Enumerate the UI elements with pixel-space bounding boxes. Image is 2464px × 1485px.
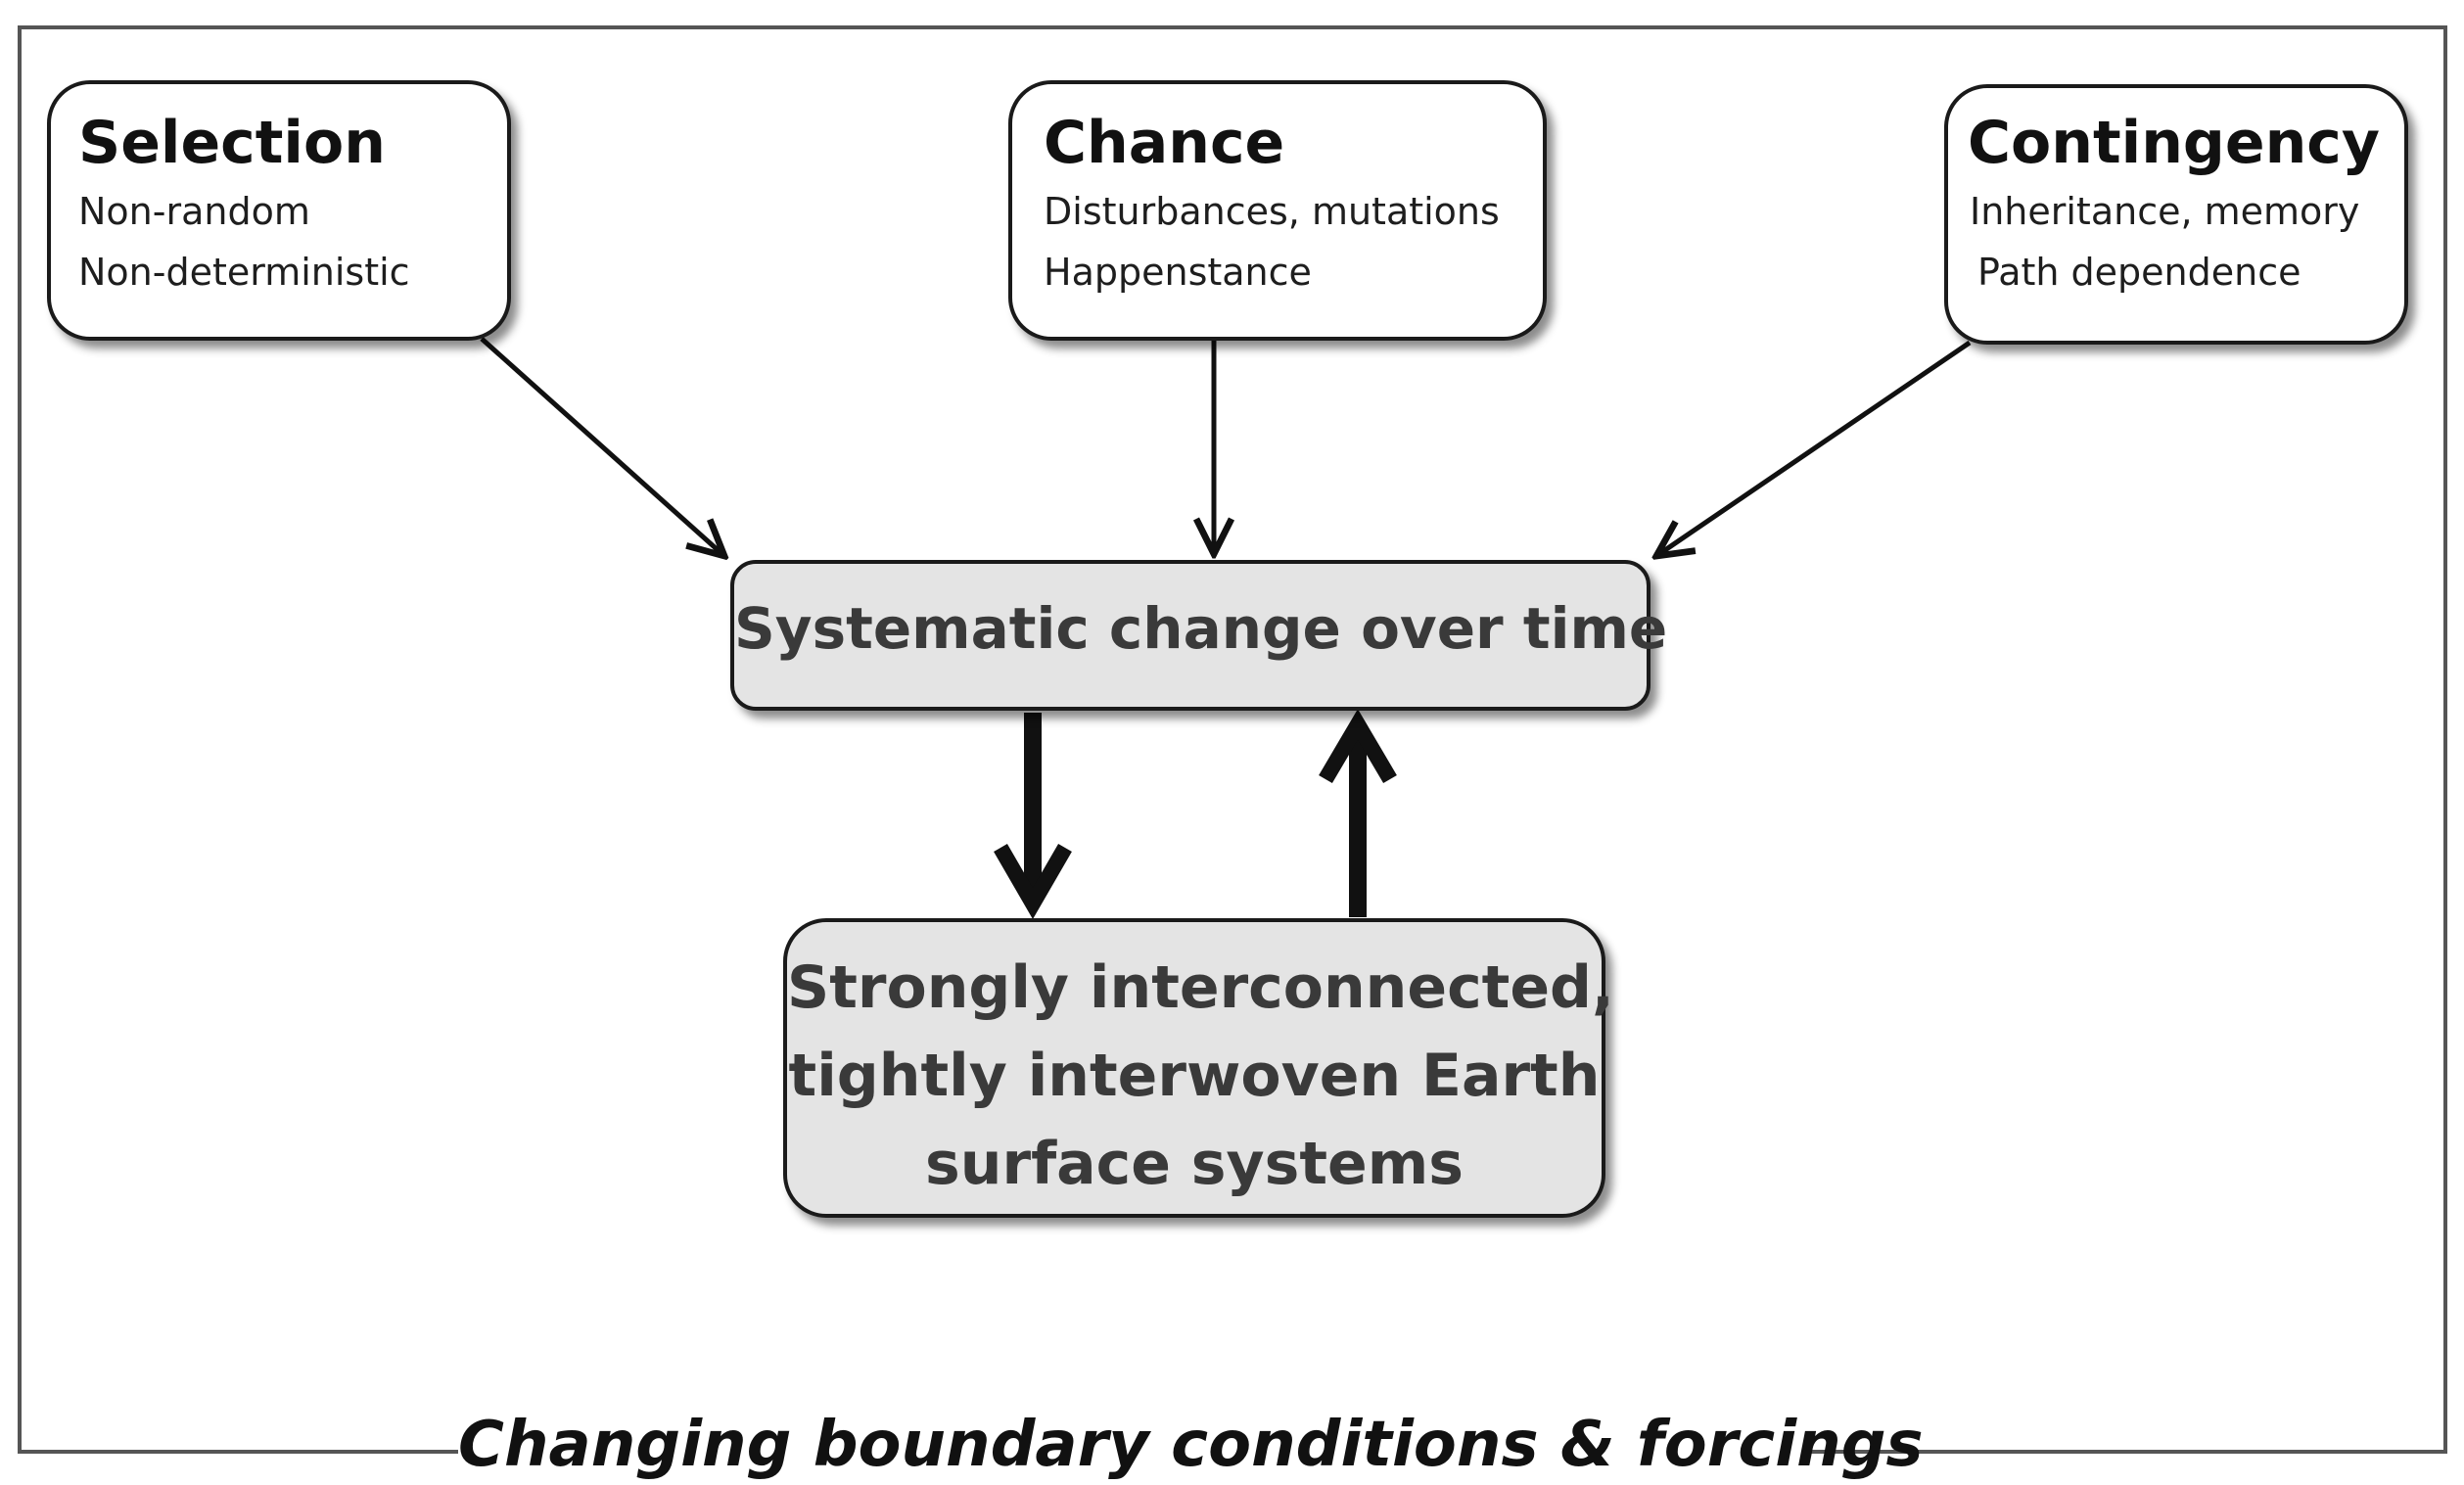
selection-line-2: Non-deterministic xyxy=(78,251,410,294)
arrow-contingency-to-center xyxy=(1656,340,1972,556)
selection-box: Selection Non-random Non-deterministic xyxy=(47,80,511,341)
chance-title: Chance xyxy=(1044,109,1285,177)
systematic-change-label: Systematic change over time xyxy=(734,595,1668,662)
selection-line-1: Non-random xyxy=(78,190,310,233)
earth-systems-line-2: tightly interwoven Earth xyxy=(788,1042,1601,1110)
chance-line-1: Disturbances, mutations xyxy=(1044,190,1500,233)
arrow-selection-to-center xyxy=(480,337,724,556)
contingency-box: Contingency Inheritance, memory Path dep… xyxy=(1944,84,2408,345)
contingency-title: Contingency xyxy=(1968,109,2380,177)
arrow-systems-to-center xyxy=(1319,709,1397,917)
earth-systems-line-3: surface systems xyxy=(925,1130,1464,1198)
earth-systems-line-1: Strongly interconnected, xyxy=(787,953,1614,1022)
chance-line-2: Happenstance xyxy=(1044,251,1312,294)
caption-background xyxy=(458,1410,1809,1485)
selection-title: Selection xyxy=(78,109,386,177)
contingency-line-1: Inheritance, memory xyxy=(1970,190,2360,233)
systematic-change-box: Systematic change over time xyxy=(730,560,1668,711)
contingency-line-2: Path dependence xyxy=(1977,251,2301,294)
frame-caption: Changing boundary conditions & forcings xyxy=(458,1409,1924,1481)
chance-box: Chance Disturbances, mutations Happensta… xyxy=(1008,80,1547,341)
earth-systems-box: Strongly interconnected, tightly interwo… xyxy=(783,918,1614,1218)
arrow-center-to-systems xyxy=(994,713,1072,919)
